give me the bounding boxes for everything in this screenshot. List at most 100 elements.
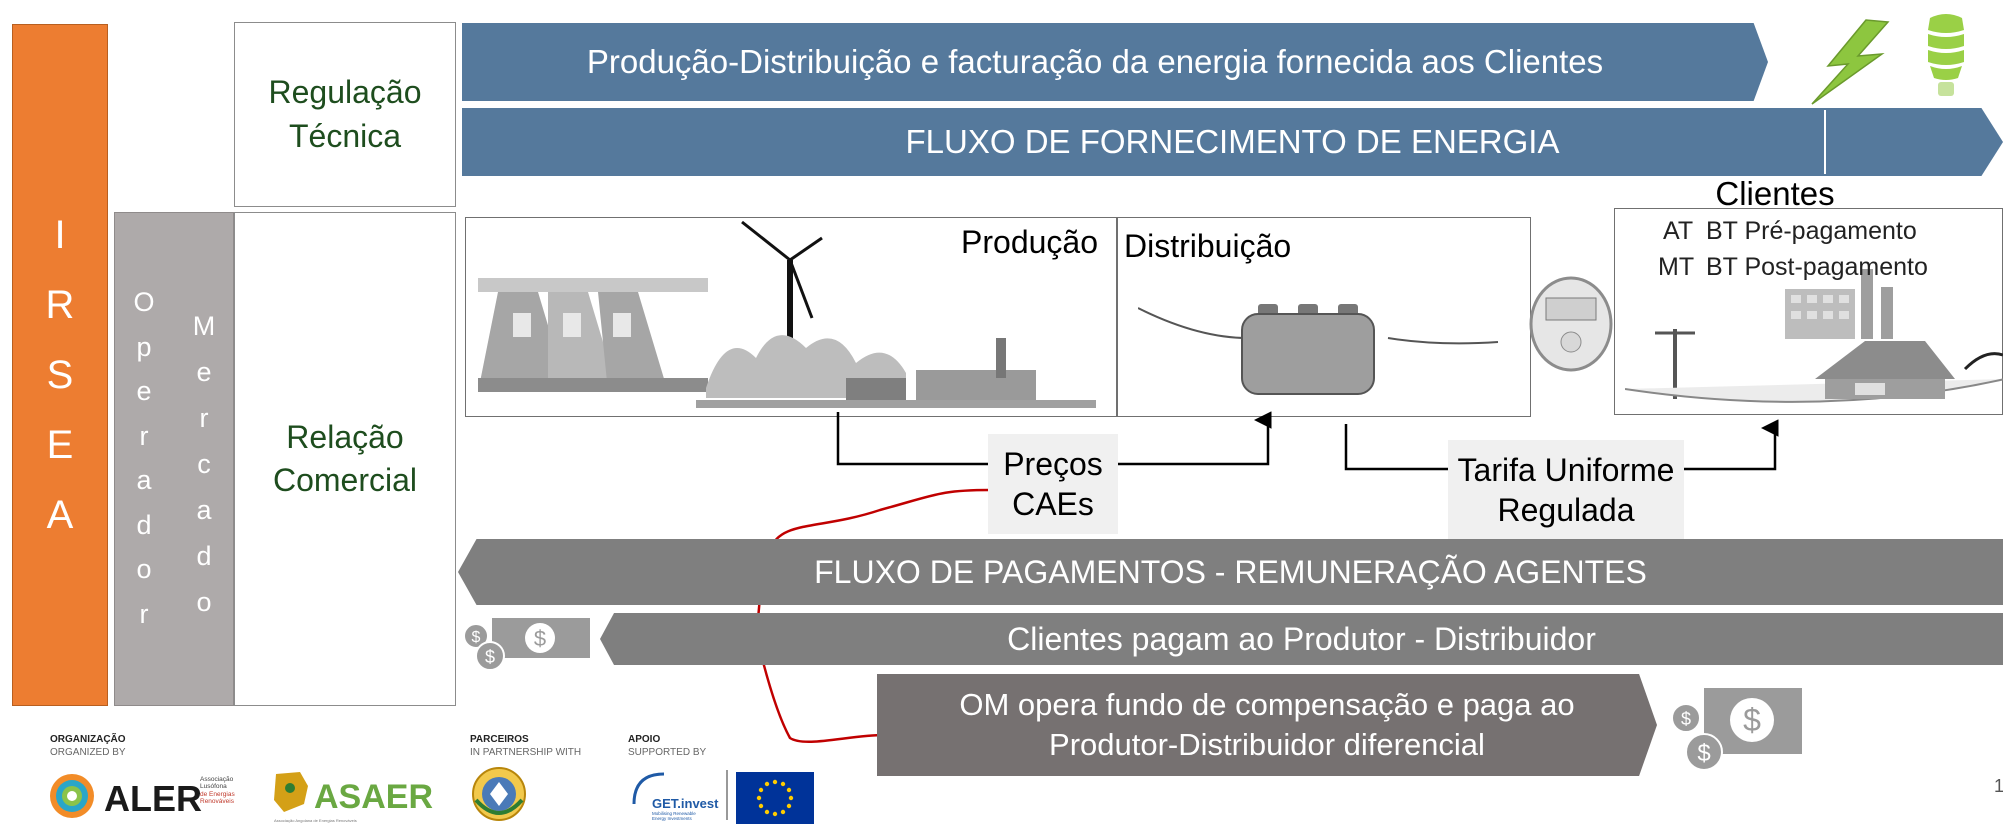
banner-producao-distribuicao: Produção-Distribuição e facturação da en…: [462, 23, 1768, 101]
aler-logo-text: ALER: [104, 778, 202, 819]
svg-text:$: $: [534, 626, 546, 651]
angola-emblem-icon: [472, 767, 526, 821]
getinvest-sub-line: Mobilising Renewable: [652, 811, 696, 816]
irsea-bar: I R S E A: [12, 24, 108, 706]
operador-letter: e: [136, 376, 152, 406]
mercado-letter: c: [197, 449, 211, 479]
svg-text:$: $: [485, 647, 495, 667]
tarifa-line1: Tarifa Uniforme: [1457, 452, 1675, 488]
precos-line2: CAEs: [1012, 486, 1094, 522]
power-plant-icon: [696, 335, 1096, 408]
mercado-letter: e: [196, 357, 212, 387]
asaer-logo-text: ASAER: [314, 778, 434, 816]
operador-letter: r: [139, 598, 149, 629]
relacao-line1: Relação: [286, 418, 404, 455]
irsea-letter: E: [46, 423, 74, 467]
getinvest-arc-icon: [632, 772, 665, 805]
operador-mercado-bar: O p e r a d o r M e r c a d o: [114, 212, 234, 706]
svg-text:$: $: [1743, 702, 1761, 738]
aler-sub-line: de Energias: [200, 790, 235, 798]
mercado-letter: r: [199, 403, 209, 433]
apoio-divider: [726, 770, 728, 820]
buildings-icon: [1625, 269, 2003, 403]
operador-letter: o: [136, 554, 152, 584]
lightning-icon: [1811, 19, 1890, 105]
apoio-label: APOIO: [628, 734, 661, 745]
svg-text:$: $: [1697, 740, 1710, 767]
asaer-map-icon: [274, 772, 308, 812]
money-icon-right: $ $ $: [1671, 688, 1802, 771]
precos-caes-label: Preços CAEs: [988, 434, 1118, 534]
aler-sub-line: Lusófona: [200, 783, 227, 791]
clientes-at: AT: [1663, 217, 1694, 245]
footer-apoio: APOIO SUPPORTED BY: [628, 734, 706, 759]
eu-flag-icon: [736, 772, 814, 824]
meter-icon: [1529, 276, 1613, 372]
mercado-letter: a: [196, 495, 212, 525]
operador-letter: O: [133, 287, 155, 317]
getinvest-logo-text: GET.invest: [652, 796, 719, 811]
transformer-icon: [1138, 304, 1499, 395]
om-line2: Produtor-Distribuidor diferencial: [1049, 727, 1485, 762]
irsea-letter: R: [45, 283, 75, 327]
relacao-line2: Comercial: [272, 462, 418, 498]
operador-letter: d: [136, 509, 152, 540]
footer-organizacao: ORGANIZAÇÃO ORGANIZED BY: [50, 734, 126, 759]
parceiros-label: PARCEIROS: [470, 734, 529, 745]
svg-text:$: $: [1681, 709, 1691, 729]
clientes-mt: MT: [1658, 253, 1695, 281]
svg-text:$: $: [472, 629, 481, 646]
banner-clientes-pagam-text: Clientes pagam ao Produtor - Distribuido…: [1007, 620, 1596, 657]
distribuicao-panel: Distribuição: [1117, 217, 1531, 417]
aler-sub-line: Renováveis: [200, 798, 234, 806]
mercado-letter: o: [196, 587, 212, 617]
banner-fluxo-fornecimento: FLUXO DE FORNECIMENTO DE ENERGIA: [462, 108, 2003, 176]
aler-logo-icon: [50, 774, 94, 818]
banner-clientes-pagam: Clientes pagam ao Produtor - Distribuido…: [600, 613, 2003, 665]
operador-letter: r: [139, 420, 149, 451]
irsea-letter: A: [46, 493, 74, 537]
aler-sub-line: Associação: [200, 776, 234, 783]
irsea-letters: I R S E A: [13, 215, 107, 535]
regulacao-line2: Técnica: [288, 117, 402, 154]
mercado-letters: M e r c a d o: [145, 313, 263, 616]
precos-line1: Preços: [1003, 446, 1103, 482]
getinvest-sub-line: Energy Investments: [652, 815, 692, 821]
clientes-title: Clientes: [1715, 175, 1835, 212]
money-icon: $ $ $: [463, 618, 590, 671]
tarifa-uniforme-label: Tarifa Uniforme Regulada: [1448, 440, 1684, 540]
relacao-comercial-box: Relação Comercial: [234, 212, 456, 706]
wind-turbine-icon: [741, 220, 823, 338]
irsea-letter: S: [46, 353, 74, 397]
aler-subtitle: Associação Lusófona de Energias Renováve…: [200, 776, 235, 806]
banner-fluxo-text: FLUXO DE FORNECIMENTO DE ENERGIA: [905, 123, 1560, 160]
operador-letter: p: [136, 331, 152, 362]
dam-icon: [478, 278, 708, 392]
tarifa-line2: Regulada: [1497, 492, 1635, 528]
om-fundo-compensacao-box: OM opera fundo de compensação e paga ao …: [877, 674, 1657, 776]
mercado-letter: d: [196, 541, 212, 571]
clientes-panel: Clientes AT BT Pré-pagamento MT BT Post-…: [1614, 175, 2003, 415]
om-line1: OM opera fundo de compensação e paga ao: [959, 686, 1575, 722]
distribuicao-label: Distribuição: [1124, 228, 1292, 264]
irsea-letter: I: [54, 213, 66, 257]
organizacao-label: ORGANIZAÇÃO: [50, 734, 126, 745]
lightbulb-icon: [1928, 14, 1964, 96]
banner-top-text: Produção-Distribuição e facturação da en…: [586, 43, 1604, 80]
banner-fluxo-pagamentos: FLUXO DE PAGAMENTOS - REMUNERAÇÃO AGENTE…: [458, 539, 2003, 605]
mercado-letter: M: [192, 311, 216, 341]
regulacao-tecnica-box: Regulação Técnica: [234, 22, 456, 207]
in-partnership-label: IN PARTNERSHIP WITH: [470, 746, 582, 758]
producao-panel: Produção: [465, 217, 1117, 417]
operador-letters: O p e r a d o r: [85, 289, 203, 628]
organized-by-label: ORGANIZED BY: [50, 746, 126, 758]
producao-label: Produção: [961, 224, 1098, 260]
getinvest-subtitle: Mobilising Renewable Energy Investments: [652, 811, 696, 822]
regulacao-line1: Regulação: [268, 74, 422, 111]
footer-parceiros: PARCEIROS IN PARTNERSHIP WITH: [470, 734, 581, 759]
asaer-subtitle: Associação Angolana de Energias Renováve…: [274, 818, 357, 823]
operador-letter: a: [136, 465, 152, 495]
supported-by-label: SUPPORTED BY: [628, 746, 707, 758]
clientes-bt-post: BT Post-pagamento: [1706, 253, 1928, 281]
banner-pagamentos-text: FLUXO DE PAGAMENTOS - REMUNERAÇÃO AGENTE…: [814, 553, 1647, 590]
